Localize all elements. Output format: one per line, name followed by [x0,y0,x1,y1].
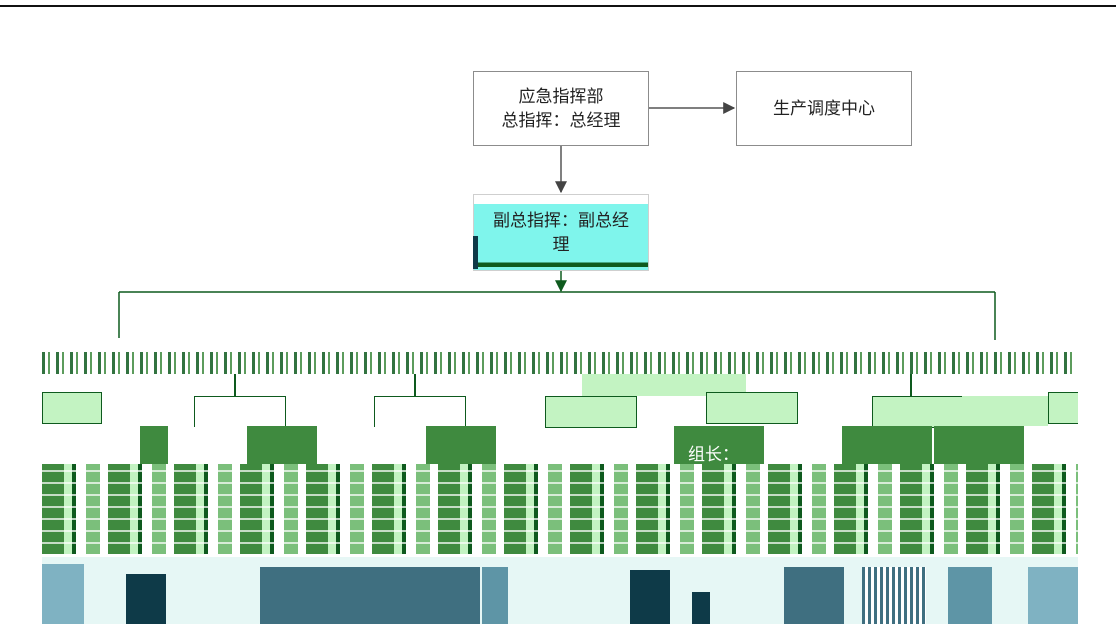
deputy-title-line2: 理 [552,234,570,254]
noise-block [1028,567,1078,624]
top-rule [0,5,1116,7]
noise-row [42,392,102,424]
noise-block [692,592,710,624]
noise-block [784,567,844,624]
command-leader: 总指挥：总经理 [501,110,621,130]
noise-row [962,396,1048,426]
deputy-title-line1: 副总指挥：副总经 [493,210,629,230]
command-node: 应急指挥部 总指挥：总经理 [473,71,649,146]
noise-row [545,396,637,428]
corrupted-subdiagram-region: 组长： [42,352,1078,624]
noise-row [374,396,466,427]
noise-band [42,464,1078,554]
noise-block [842,426,932,466]
noise-row [872,396,964,428]
noise-row [194,396,286,427]
noise-row [706,392,798,424]
noise-block [126,574,166,624]
deputy-left-edge [473,236,478,269]
noise-block [42,564,84,624]
command-title: 应急指挥部 [518,86,604,106]
dispatch-node: 生产调度中心 [736,71,912,146]
noise-block [426,426,496,466]
dispatch-label: 生产调度中心 [773,98,875,118]
noise-block [630,570,670,624]
noise-block [674,426,764,466]
noise-fragment-text: 组长： [688,445,739,464]
connector-lines [118,102,996,340]
stub-line [910,374,912,396]
noise-block [260,567,480,624]
noise-row [1048,392,1078,424]
noise-block [862,567,926,624]
noise-band [42,352,1078,374]
deputy-node: 副总指挥：副总经 理 [473,194,649,271]
noise-block [482,567,508,624]
noise-block [247,426,317,466]
noise-row [582,374,746,396]
noise-block [140,426,168,466]
stub-line [414,374,416,396]
noise-block [948,567,992,624]
noise-block [934,426,1024,466]
stub-line [234,374,236,396]
